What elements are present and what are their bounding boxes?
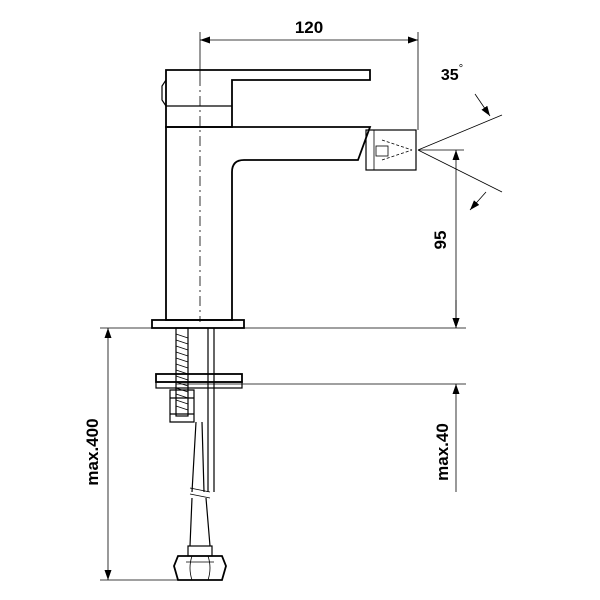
aerator-nozzle [365, 129, 417, 171]
dimension-width-label: 120 [295, 18, 323, 37]
dimension-width: 120 [199, 18, 419, 130]
dimension-deck-thickness-label: max.40 [433, 423, 452, 481]
hose-band [189, 487, 211, 499]
mounting-washer [155, 373, 243, 383]
hose-lower-2 [189, 497, 211, 547]
hose-connector-neck [187, 545, 213, 557]
dimension-angle-label: 35° [441, 63, 463, 84]
hose-connector-nut [173, 555, 227, 581]
spout-body [165, 126, 372, 321]
dimension-hose-length: max.400 [83, 328, 112, 580]
hose-connector-facets [186, 555, 214, 581]
hose-lower [191, 421, 205, 493]
fixing-nut [169, 389, 195, 423]
handle-cap [161, 79, 167, 107]
lever-handle [165, 69, 371, 128]
dimension-angle-value: 35 [441, 67, 459, 84]
faucet-body [151, 69, 417, 329]
dimension-hose-length-label: max.400 [83, 418, 102, 485]
dimension-height-label: 95 [431, 231, 450, 250]
dimension-angle-unit: ° [459, 63, 463, 75]
dimension-height: 95 [418, 149, 464, 328]
mounting-washer-lower [155, 381, 243, 389]
installation-hardware [155, 327, 243, 581]
base-plate [151, 319, 245, 329]
dimension-angle: 35° [417, 63, 503, 211]
dimension-deck-thickness: max.40 [433, 300, 460, 492]
